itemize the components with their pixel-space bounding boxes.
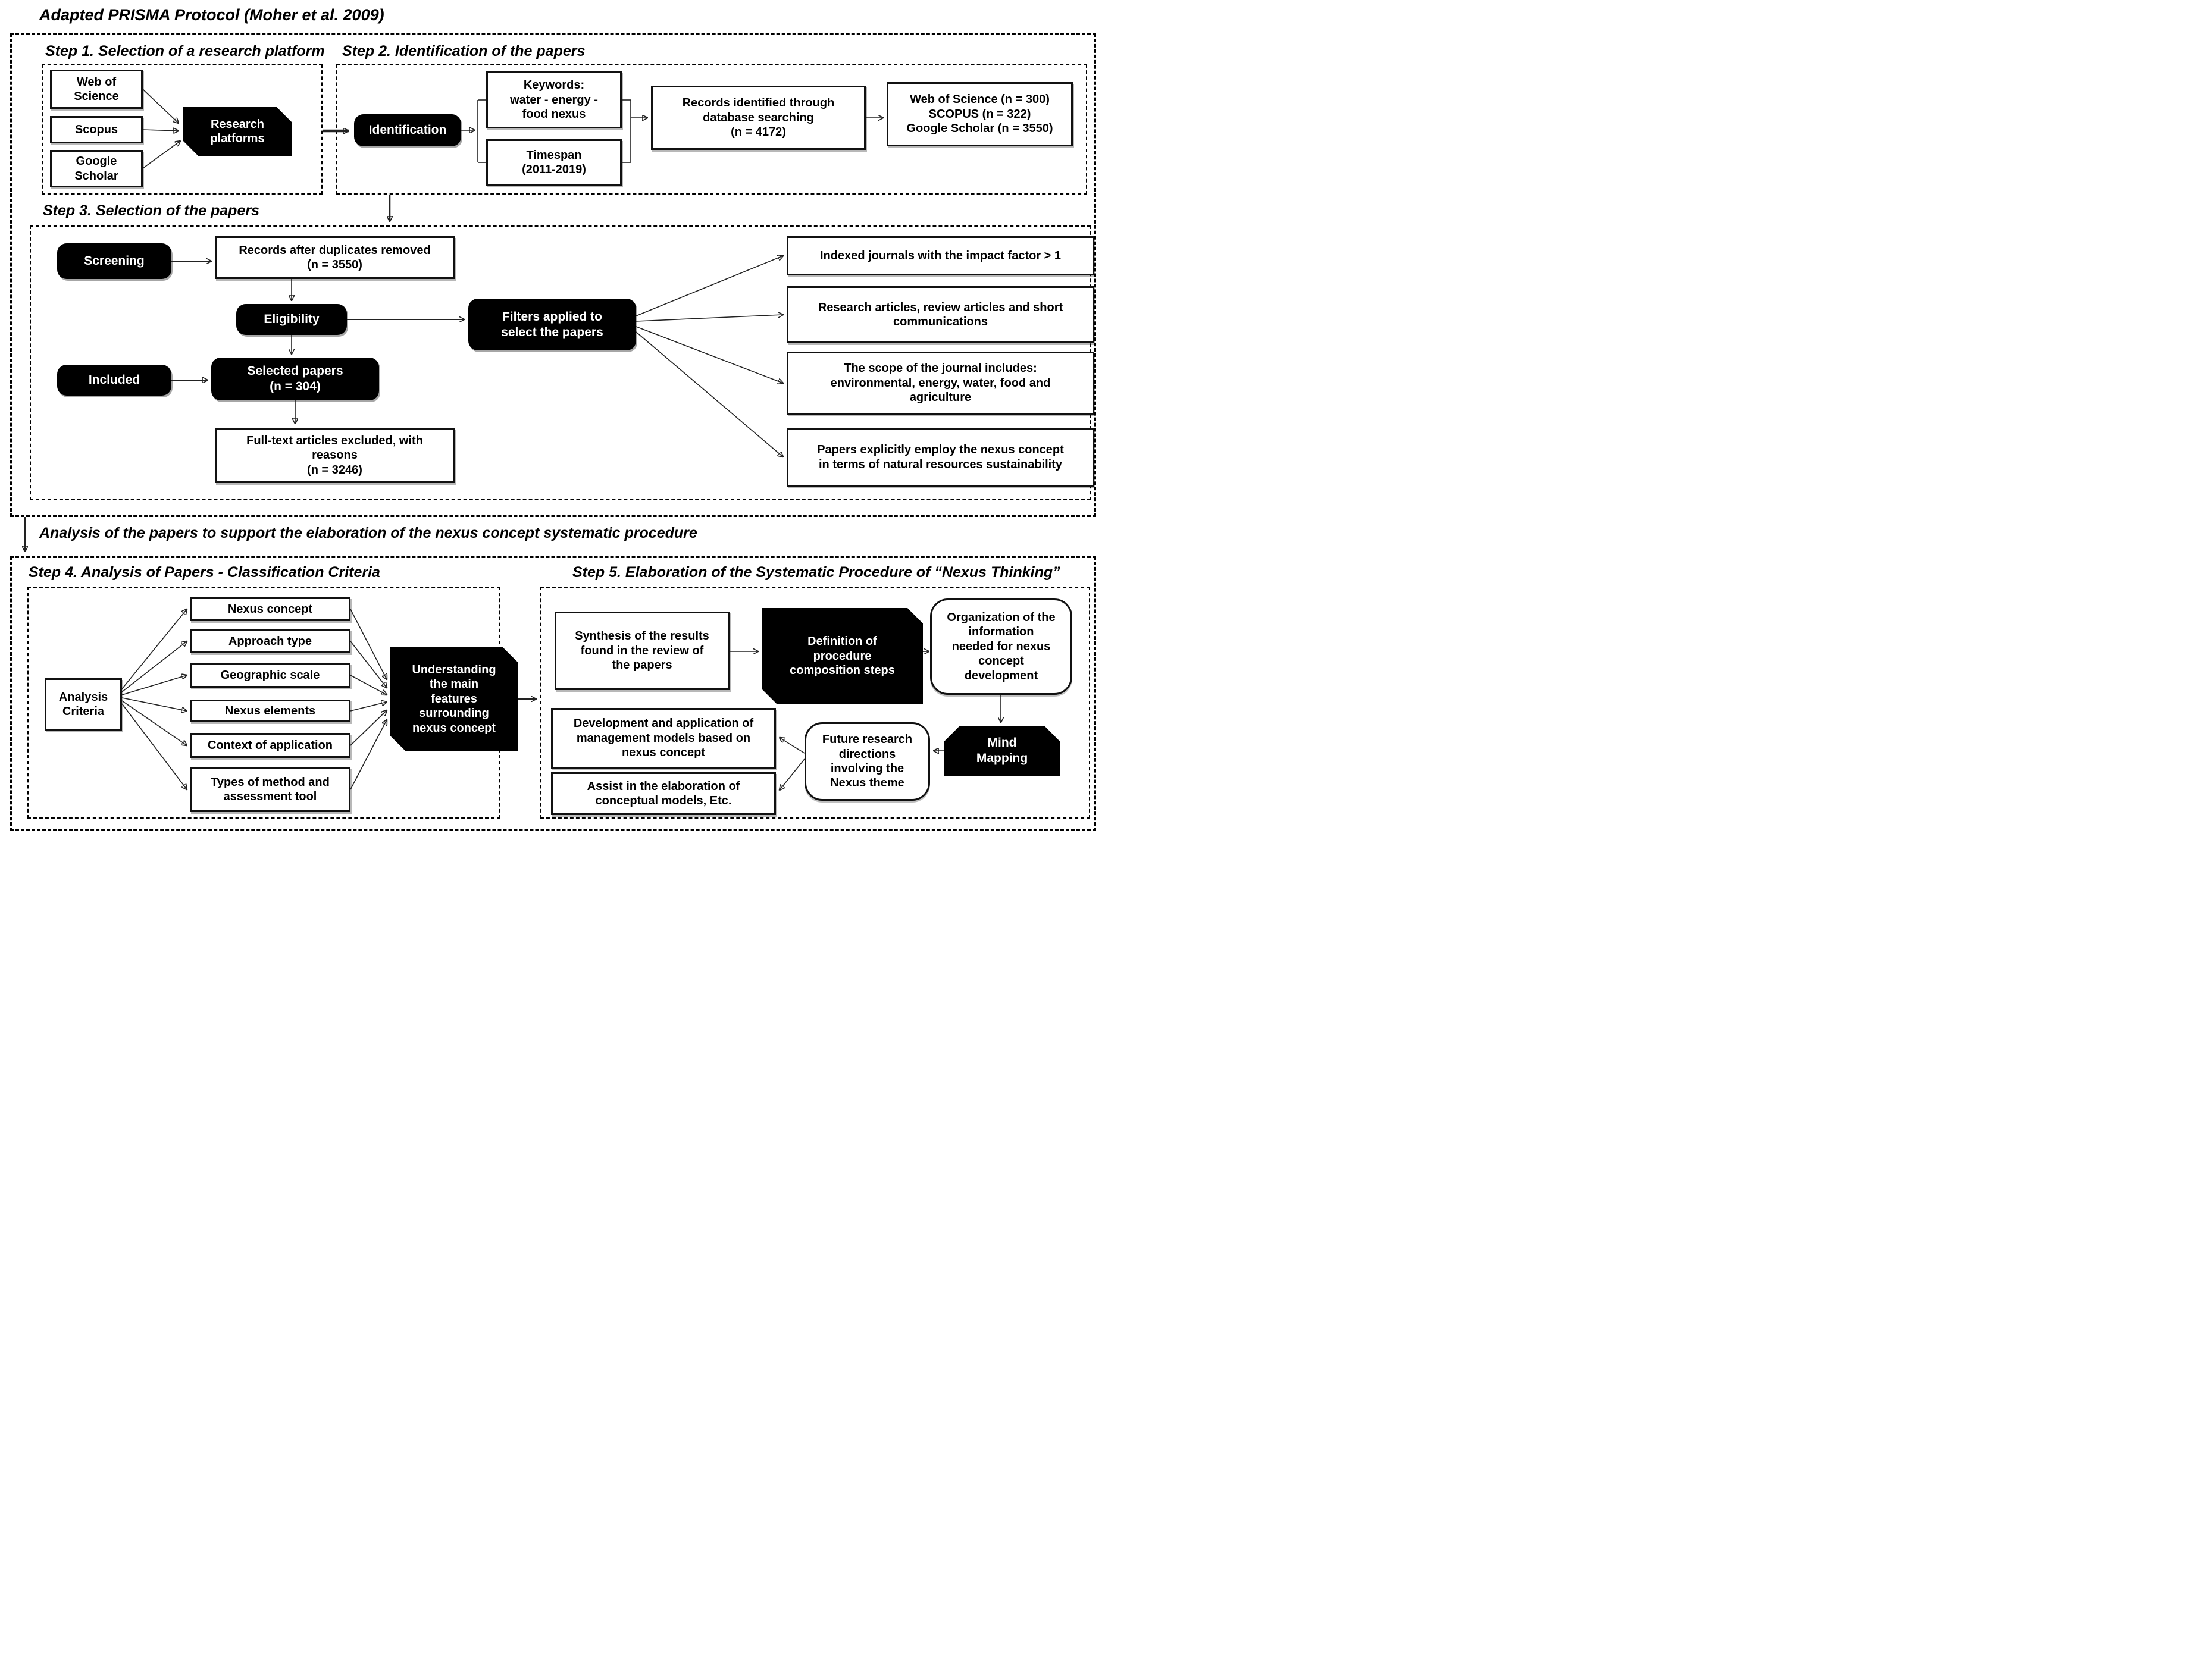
definition-procedure-node: Definition of procedure composition step… [762, 608, 923, 704]
mind-mapping-node: Mind Mapping [944, 726, 1060, 776]
fulltext-excluded-box: Full-text articles excluded, with reason… [215, 428, 455, 483]
keywords-box: Keywords: water - energy - food nexus [486, 71, 622, 128]
identification-node: Identification [354, 114, 461, 146]
classification-nexus-elements: Nexus elements [190, 700, 350, 722]
prisma-flow-diagram: Adapted PRISMA Protocol (Moher et al. 20… [0, 0, 1105, 840]
filters-applied-node: Filters applied to select the papers [468, 299, 636, 350]
understanding-features-node: Understanding the main features surround… [390, 647, 518, 751]
step5-heading: Step 5. Elaboration of the Systematic Pr… [572, 564, 1060, 581]
assist-models-box: Assist in the elaboration of conceptual … [551, 772, 776, 815]
records-identified-box: Records identified through database sear… [651, 86, 866, 150]
synthesis-box: Synthesis of the results found in the re… [555, 612, 730, 690]
research-platforms-node: Research platforms [183, 107, 292, 156]
step5-container [540, 587, 1090, 819]
criterion-journal-scope: The scope of the journal includes: envir… [787, 352, 1094, 415]
timespan-box: Timespan (2011-2019) [486, 139, 622, 186]
step1-heading: Step 1. Selection of a research platform [45, 43, 325, 59]
future-research-box: Future research directions involving the… [805, 722, 930, 801]
development-models-box: Development and application of managemen… [551, 708, 776, 769]
step2-container [336, 64, 1087, 195]
duplicates-removed-box: Records after duplicates removed (n = 35… [215, 236, 455, 279]
organization-info-box: Organization of the information needed f… [930, 598, 1072, 695]
diagram-title: Adapted PRISMA Protocol (Moher et al. 20… [39, 6, 384, 24]
records-by-source-box: Web of Science (n = 300) SCOPUS (n = 322… [887, 82, 1073, 146]
step4-heading: Step 4. Analysis of Papers - Classificat… [29, 564, 380, 581]
analysis-criteria-box: Analysis Criteria [45, 678, 122, 731]
criterion-article-types: Research articles, review articles and s… [787, 286, 1094, 343]
step2-heading: Step 2. Identification of the papers [342, 43, 586, 59]
eligibility-node: Eligibility [236, 304, 347, 335]
step1-container [42, 64, 323, 195]
classification-method-tools: Types of method and assessment tool [190, 767, 350, 812]
criterion-impact-factor: Indexed journals with the impact factor … [787, 236, 1094, 275]
classification-context: Context of application [190, 733, 350, 758]
selected-papers-node: Selected papers (n = 304) [211, 358, 379, 400]
step3-heading: Step 3. Selection of the papers [43, 202, 259, 219]
prisma-protocol-container [10, 33, 1096, 517]
classification-geographic-scale: Geographic scale [190, 663, 350, 688]
platform-scopus: Scopus [50, 116, 143, 143]
analysis-note: Analysis of the papers to support the el… [39, 525, 697, 541]
screening-node: Screening [57, 243, 171, 279]
platform-web-of-science: Web of Science [50, 70, 143, 109]
classification-approach-type: Approach type [190, 629, 350, 653]
classification-nexus-concept: Nexus concept [190, 597, 350, 621]
analysis-container [10, 556, 1096, 831]
criterion-nexus-concept: Papers explicitly employ the nexus conce… [787, 428, 1094, 487]
platform-google-scholar: Google Scholar [50, 150, 143, 187]
included-node: Included [57, 365, 171, 396]
